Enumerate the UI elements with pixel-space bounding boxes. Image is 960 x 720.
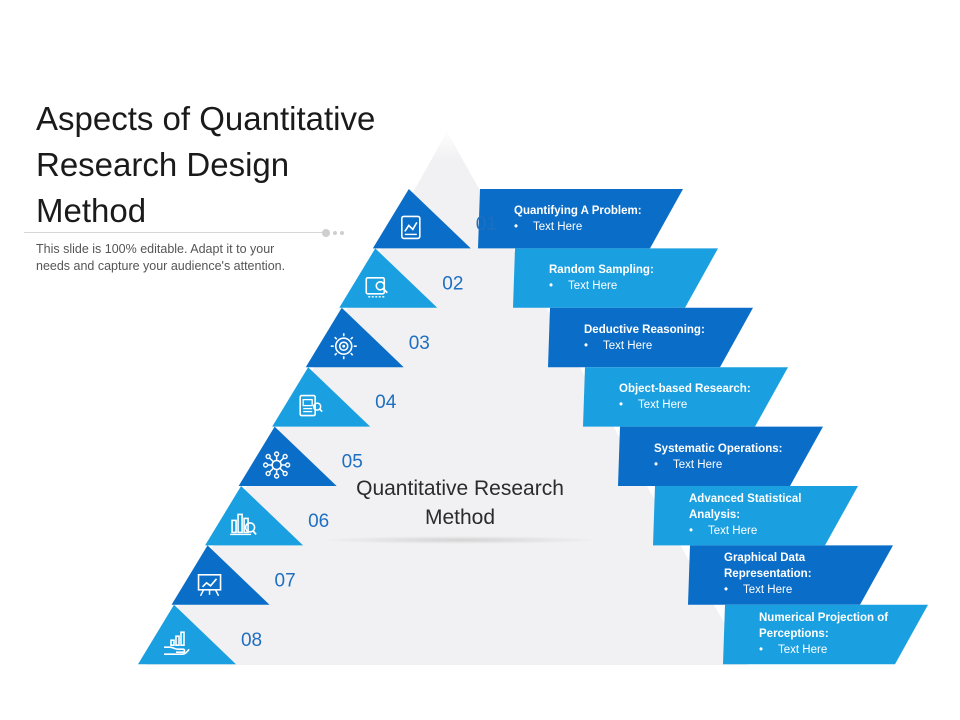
step-number: 07	[275, 570, 296, 591]
step-band-07	[688, 545, 893, 605]
network-gear-icon	[262, 451, 291, 479]
presentation-chart-icon	[197, 573, 222, 597]
step-number: 05	[342, 452, 363, 473]
step-label-02: Random Sampling: •Text Here	[549, 262, 749, 294]
step-bullet: •Text Here	[689, 525, 758, 537]
step-heading: Advanced Statistical Analysis:	[689, 493, 802, 521]
step-bullet: •Text Here	[584, 339, 653, 352]
step-label-01: Quantifying A Problem: •Text Here	[514, 203, 714, 235]
label-shadow	[320, 536, 600, 544]
step-tab-02	[339, 248, 438, 308]
step-band-01	[478, 189, 683, 249]
step-band-06	[653, 486, 858, 546]
step-label-06: Advanced Statistical Analysis: •Text Here	[689, 491, 849, 539]
slide-subtitle: This slide is 100% editable. Adapt it to…	[36, 242, 286, 273]
step-bullet: •Text Here	[759, 643, 828, 656]
divider-dot	[340, 231, 344, 235]
step-heading: Systematic Operations:	[654, 442, 783, 455]
search-data-icon	[365, 276, 388, 298]
step-number: 08	[241, 630, 262, 651]
step-heading: Random Sampling:	[549, 264, 654, 277]
step-label-05: Systematic Operations: •Text Here	[654, 441, 854, 473]
step-bullet: •Text Here	[514, 221, 583, 233]
step-heading: Object-based Research:	[619, 383, 751, 396]
slide-title: Aspects of Quantitative Research Design …	[36, 100, 376, 229]
step-band-05	[618, 426, 823, 486]
step-bullet: •Text Here	[549, 280, 618, 293]
bar-chart-magnifier-icon	[230, 513, 257, 536]
chart-board-icon	[401, 215, 421, 240]
step-number: 02	[442, 273, 463, 294]
target-gear-icon	[330, 333, 357, 360]
step-band-03	[548, 307, 753, 368]
step-number: 06	[308, 511, 329, 532]
center-label: Quantitative Research Method	[356, 477, 564, 529]
step-tab-06	[205, 486, 304, 546]
hand-growth-icon	[163, 631, 190, 656]
step-heading: Deductive Reasoning:	[584, 323, 705, 336]
divider-dot	[333, 231, 337, 235]
step-band-08	[723, 604, 928, 665]
step-label-07: Graphical Data Representation: •Text Here	[724, 550, 884, 598]
research-report-icon	[299, 394, 323, 417]
step-tab-03	[305, 307, 404, 368]
step-heading: Numerical Projection of Perceptions:	[759, 611, 889, 640]
step-band-02	[513, 248, 718, 308]
step-heading: Quantifying A Problem:	[514, 205, 642, 217]
step-bullet: •Text Here	[619, 399, 688, 412]
step-label-08: Numerical Projection of Perceptions: •Tex…	[759, 610, 919, 658]
step-number: 03	[409, 333, 430, 354]
step-number: 01	[476, 214, 497, 235]
triangle-highlight	[432, 132, 462, 160]
step-tab-08	[137, 604, 236, 665]
step-label-03: Deductive Reasoning: •Text Here	[584, 322, 784, 354]
step-bullet: •Text Here	[724, 584, 793, 597]
step-tab-01	[372, 189, 471, 249]
step-heading: Graphical Data Representation:	[724, 552, 812, 581]
step-bullet: •Text Here	[654, 458, 723, 471]
central-triangle	[146, 132, 748, 665]
step-tab-04	[272, 367, 371, 427]
title-divider	[24, 232, 324, 233]
divider-dot	[322, 229, 330, 237]
step-band-04	[583, 367, 788, 427]
step-label-04: Object-based Research: •Text Here	[619, 381, 819, 413]
step-number: 04	[375, 392, 397, 413]
